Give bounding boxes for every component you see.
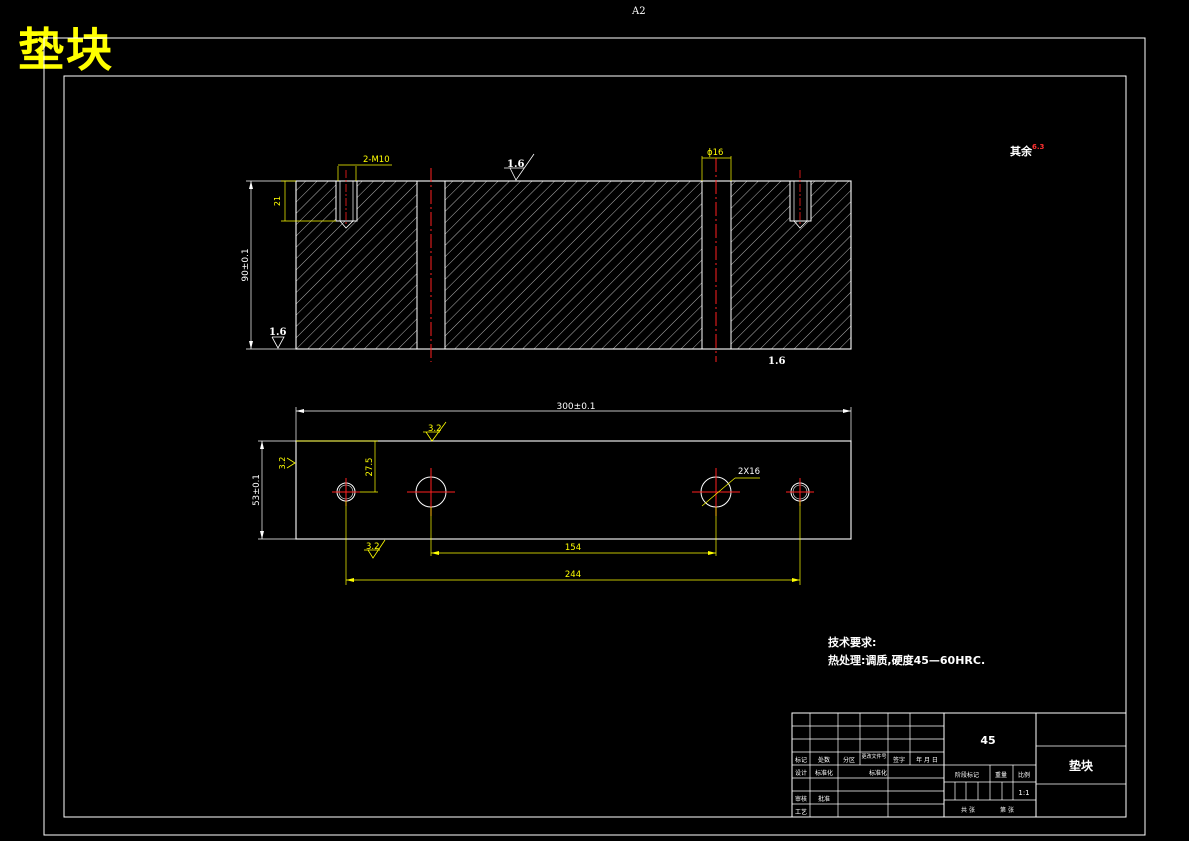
top-roughness-bottom: 3.2 [366,542,380,552]
tb-h-std: 标准化 [815,769,833,777]
tb-h-docno: 更改文件号 [861,753,886,760]
top-roughness-left-symbol [286,457,296,469]
front-bore-dim: ϕ16 [707,148,723,158]
tb-h-mark: 标记 [795,756,807,764]
tb-h-date: 年 月 日 [916,756,938,764]
tb-material: 45 [980,734,995,747]
tb-h-sheets: 共 张 [961,806,975,814]
tb-scale: 1:1 [1018,789,1029,797]
tb-h-review: 审核 [795,795,807,803]
top-length-dim: 300±0.1 [556,402,595,412]
front-roughness-top: 1.6 [507,159,524,170]
front-thread-hole-left [335,180,358,222]
tb-h-scale: 比例 [1018,771,1030,779]
drawing-title-large: 垫块 [18,23,114,77]
tb-h-std2: 标准化 [869,769,887,777]
top-roughness-top-symbol [425,421,447,442]
top-roughness-bottom-symbol [367,539,386,559]
tb-h-sheet-no: 第 张 [1000,806,1014,814]
front-view: 90±0.1 21 2-M10 ϕ16 1.6 1.6 1.6 [241,148,852,367]
top-view: 300±0.1 53±0.1 27.5 2X16 [252,402,852,585]
top-outline [295,440,852,540]
tech-req-heading: 技术要求: [828,636,877,649]
tb-h-process: 工艺 [795,808,807,816]
tb-part-name: 垫块 [1069,758,1094,773]
tb-h-design: 设计 [795,769,807,777]
front-thread-hole-right [789,180,812,222]
tb-h-approve: 批准 [818,795,830,803]
tb-h-sign: 签字 [893,756,905,764]
sheet-size-label: A2 [632,6,646,17]
front-thread-dim: 2-M10 [363,155,390,165]
other-roughness-value: 6.3 [1032,143,1045,151]
tb-h-stage-mark: 阶段标记 [955,771,979,779]
other-roughness-label: 其余 [1010,145,1032,158]
top-thread-spacing-dim: 244 [565,570,581,580]
front-roughness-left-symbol [271,336,285,349]
front-thread-depth-dim: 21 [273,196,282,206]
top-bore-spacing-dim: 154 [565,543,581,553]
tech-req-line1: 热处理:调质,硬度45—60HRC. [828,654,986,667]
top-roughness-top: 3.2 [428,424,442,434]
top-hole-offset-dim: 27.5 [365,458,375,477]
front-roughness-left: 1.6 [269,327,286,338]
top-bores-dim: 2X16 [738,467,760,477]
front-roughness-top-symbol [509,153,535,181]
tb-h-count: 处数 [818,756,830,764]
inner-frame [63,75,1127,818]
tb-h-zone: 分区 [843,756,855,764]
title-block [791,712,1127,818]
front-outline [295,180,852,350]
tb-h-weight: 重量 [995,771,1007,779]
front-hatch-2 [445,181,702,349]
top-width-dim: 53±0.1 [252,474,262,505]
outer-frame [43,37,1146,836]
front-height-dim: 90±0.1 [241,248,251,281]
top-roughness-left: 3.2 [278,457,287,470]
other-roughness-note: 其余6.3 [1010,143,1044,159]
front-roughness-bottom: 1.6 [768,356,785,367]
